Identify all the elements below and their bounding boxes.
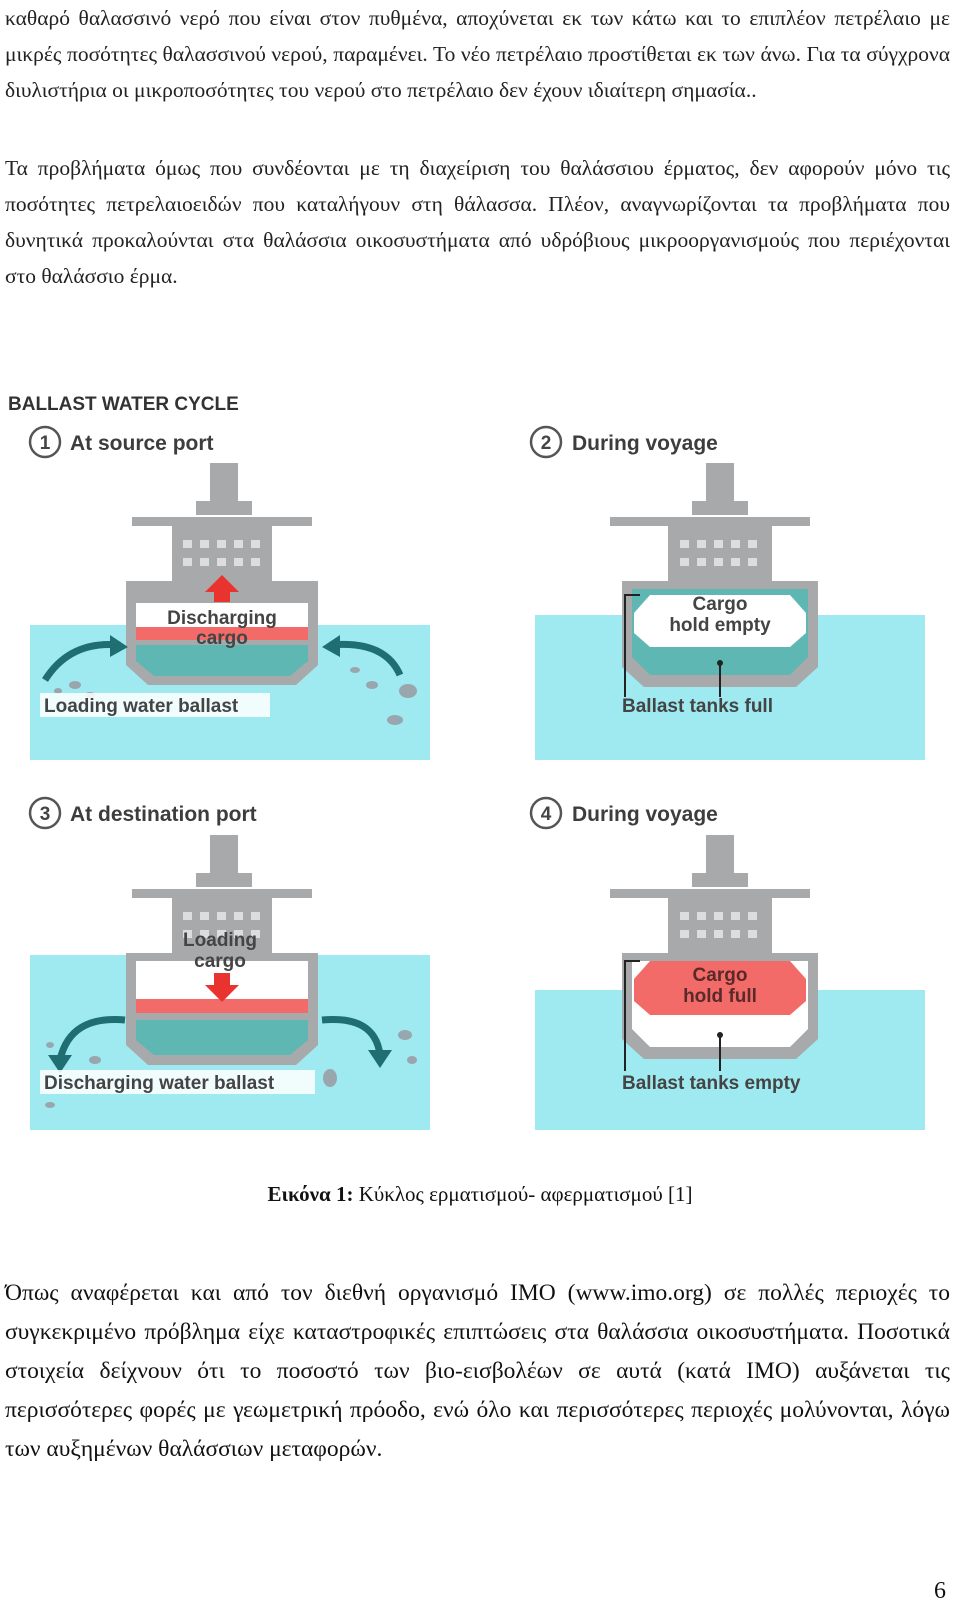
panel-4-cargo-label-2: hold full — [683, 986, 757, 1007]
caption-label: Εικόνα 1: — [267, 1182, 354, 1206]
panel-3-destination-port: 3 At destination port Loading cargo — [28, 796, 430, 1130]
caption-text: Κύκλος ερματισμού- αφερματισμού [1] — [353, 1182, 693, 1206]
panel-1-number: 1 — [40, 433, 51, 454]
paragraph-ballast-problems: Τα προβλήματα όμως που συνδέονται με τη … — [5, 156, 950, 288]
panel-2-cargo-label-1: Cargo — [693, 594, 748, 615]
panel-4-side-label: Ballast tanks empty — [622, 1073, 801, 1094]
panel-4-cargo-label-1: Cargo — [693, 965, 748, 986]
panel-3-side-label: Discharging water ballast — [44, 1073, 275, 1094]
figure-title: BALLAST WATER CYCLE — [8, 395, 239, 415]
panel-2-during-voyage: 2 During voyage Cargo hold empty Ballast… — [529, 425, 925, 760]
panel-4-heading: During voyage — [572, 803, 718, 826]
paragraph-imo: Όπως αναφέρεται και από τον διεθνή οργαν… — [5, 1280, 950, 1462]
panel-1-cargo-label-1: Discharging — [167, 608, 277, 629]
panel-1-cargo-label-2: cargo — [196, 628, 248, 649]
figure-caption: Εικόνα 1: Κύκλος ερματισμού- αφερματισμο… — [0, 1182, 960, 1207]
paragraph-continued: καθαρό θαλασσινό νερό που είναι στον πυθ… — [5, 6, 950, 102]
arrow-up-icon — [205, 575, 239, 602]
ballast-water-cycle-figure: BALLAST WATER CYCLE 1 At source port Dis… — [0, 395, 960, 1170]
panel-4-number: 4 — [541, 804, 552, 825]
arrow-down-icon — [205, 973, 239, 1002]
panel-2-number: 2 — [541, 433, 552, 454]
panel-3-number: 3 — [40, 804, 51, 825]
panel-3-heading: At destination port — [70, 803, 257, 826]
panel-2-heading: During voyage — [572, 432, 718, 455]
panel-2-cargo-label-2: hold empty — [669, 615, 771, 636]
panel-1-heading: At source port — [70, 432, 214, 455]
panel-4-during-voyage: 4 During voyage Cargo hold full Ballast … — [529, 796, 925, 1130]
panel-1-side-label: Loading water ballast — [44, 696, 239, 717]
panel-1-source-port: 1 At source port Discharging cargo — [28, 425, 430, 760]
curved-arrow-icon — [56, 1016, 126, 1061]
panel-2-side-label: Ballast tanks full — [622, 696, 773, 717]
panel-3-cargo-label-2: cargo — [194, 951, 246, 972]
page-number: 6 — [934, 1578, 946, 1604]
panel-3-cargo-label-1: Loading — [183, 930, 257, 951]
